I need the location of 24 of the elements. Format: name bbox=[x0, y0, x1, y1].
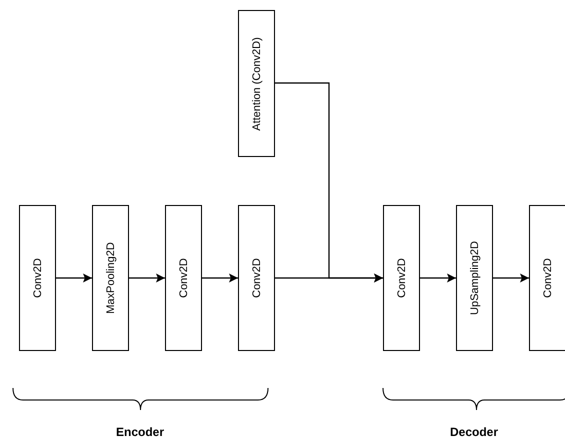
layer-label: Conv2D bbox=[396, 258, 408, 298]
arrow bbox=[56, 274, 92, 282]
layer-box bbox=[92, 205, 129, 351]
layer-label: MaxPooling2D bbox=[104, 242, 116, 314]
layer-box bbox=[456, 205, 493, 351]
layer-label: Conv2D bbox=[178, 258, 190, 298]
arrow bbox=[493, 274, 529, 282]
arrow bbox=[275, 82, 383, 282]
layer-label: Conv2D bbox=[32, 258, 44, 298]
group-label: Encoder bbox=[116, 425, 164, 439]
layer-box bbox=[238, 10, 275, 157]
layer-label: Conv2D bbox=[542, 258, 554, 298]
arrow bbox=[129, 274, 165, 282]
layer-box bbox=[238, 205, 275, 351]
layer-box bbox=[383, 205, 420, 351]
layer-label: UpSampling2D bbox=[468, 241, 480, 315]
layer-label: Attention (Conv2D) bbox=[250, 36, 262, 130]
layer-box bbox=[19, 205, 56, 351]
arrow bbox=[202, 274, 238, 282]
arrow bbox=[420, 274, 456, 282]
layer-box bbox=[529, 205, 565, 351]
group-label: Decoder bbox=[450, 425, 498, 439]
layer-box bbox=[165, 205, 202, 351]
layer-label: Conv2D bbox=[250, 258, 262, 298]
